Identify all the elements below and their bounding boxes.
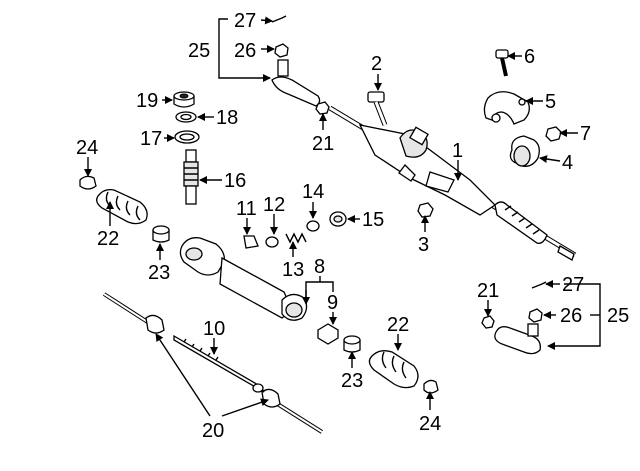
callout-21-upper: 21 [312,133,334,155]
callout-2: 2 [371,53,382,75]
castle-nut-lower [528,308,543,323]
callout-27-upper: 27 [234,10,256,32]
bolt-part-6 [495,49,509,77]
steering-gear-assembly [328,105,577,261]
bracket-part-5 [483,91,530,125]
callout-4: 4 [562,152,573,174]
callout-18: 18 [216,107,238,129]
callout-25-upper: 25 [188,40,210,62]
callout-19: 19 [136,90,158,112]
bushing-part-23-right [343,335,361,353]
tie-rod-part-20-lower [261,388,324,434]
cotter-pin-upper [271,15,287,23]
cap-part-15 [329,211,347,227]
housing-part-8 [179,237,308,321]
callout-labels: 27 25 26 2 6 5 7 4 1 21 3 19 18 17 16 24… [76,10,629,442]
bushing-part-4 [509,135,540,167]
callout-15: 15 [362,209,384,231]
boot-part-22-left [96,188,148,225]
callout-24-left: 24 [76,137,98,159]
seal-part-17 [174,130,200,144]
leader-lines [84,16,601,417]
callout-13: 13 [282,259,304,281]
part-12 [265,236,279,248]
callout-12: 12 [263,194,285,216]
clamp-part-24-left [79,175,97,190]
callout-6: 6 [524,46,535,68]
callout-26-upper: 26 [234,40,256,62]
callout-5: 5 [545,91,556,113]
washer-part-18 [175,111,197,123]
callout-23-left: 23 [148,262,170,284]
callout-10: 10 [203,318,225,340]
part-9 [317,323,339,345]
spring-part-13 [285,232,307,244]
callout-17: 17 [140,128,162,150]
callout-20: 20 [202,420,224,442]
nut-part-21-lower [481,315,495,329]
nut-part-3 [417,202,434,218]
clamp-part-24-right [423,379,439,394]
tie-rod-end-upper [271,59,321,107]
pinion-part-16 [183,149,199,205]
callout-27-lower: 27 [562,274,584,296]
bushing-part-23-left [152,225,170,243]
callout-24-right: 24 [419,413,441,435]
tie-rod-end-lower [494,323,541,355]
callout-8: 8 [314,256,325,278]
rack-part-10 [173,334,265,393]
tie-rod-part-20-upper [102,292,165,334]
callout-3: 3 [418,234,429,256]
bolt-part-2 [367,91,388,126]
callout-26-lower: 26 [560,305,582,327]
callout-14: 14 [302,181,324,203]
callout-1: 1 [452,140,463,162]
callout-22-right: 22 [387,314,409,336]
callout-7: 7 [580,123,591,145]
callout-25-lower: 25 [607,305,629,327]
cotter-pin-lower [531,281,547,289]
part-11 [243,235,259,249]
part-14 [306,220,320,232]
callout-11: 11 [236,198,257,220]
boot-part-22-right [368,350,419,389]
callout-23-right: 23 [341,370,363,392]
nut-part-21-upper [315,101,330,115]
callout-9: 9 [327,292,338,314]
callout-21-lower: 21 [477,280,499,302]
callout-22-left: 22 [97,228,119,250]
bushing-part-19 [173,91,195,108]
nut-part-7 [545,126,562,142]
callout-16: 16 [224,170,246,192]
castle-nut-upper [274,43,289,58]
